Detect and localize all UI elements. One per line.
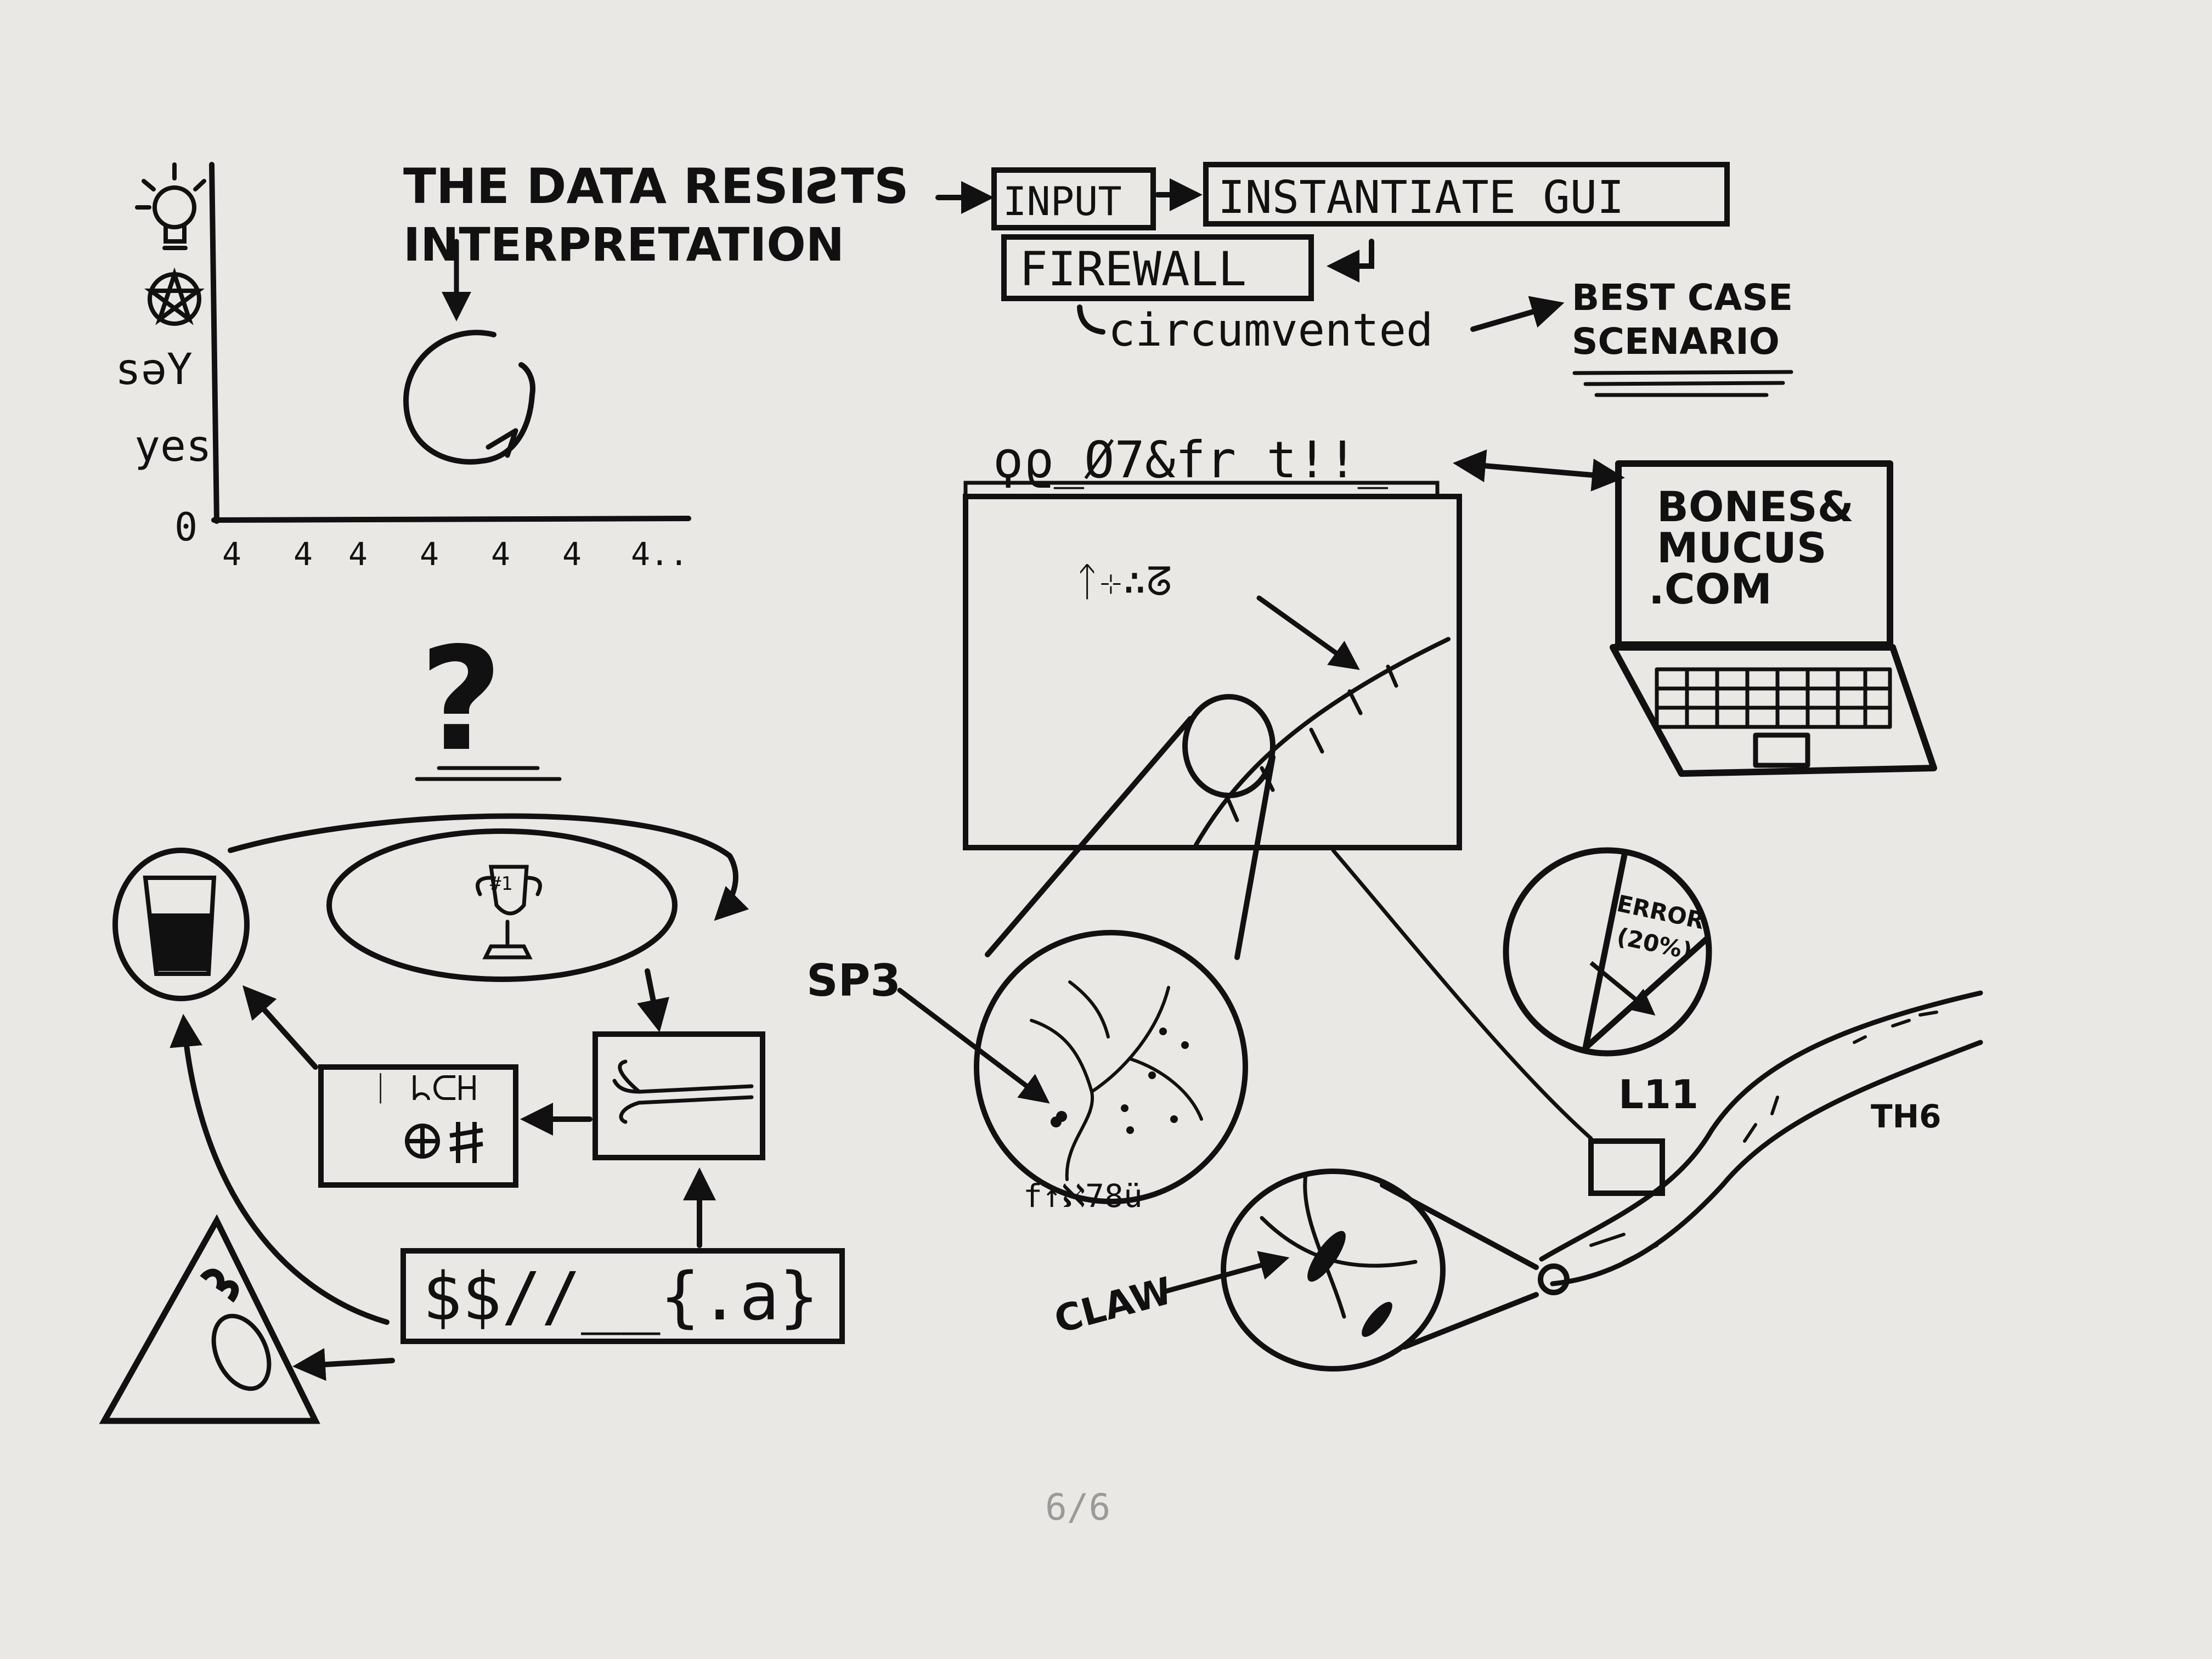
screen-inner-label: ᛏ⊹∴ᘔ xyxy=(1075,558,1172,605)
code-to-cup-arrow xyxy=(170,1014,390,1325)
claw-marks xyxy=(1307,1231,1392,1337)
title-line2: INTERPRETATION xyxy=(403,218,844,272)
x-tick-7: 4.. xyxy=(631,535,689,573)
input-box xyxy=(991,167,1156,230)
laptop-line1: BONES& xyxy=(1657,482,1854,531)
bomb-fuse-scribble xyxy=(200,1268,239,1303)
glyph-box-symbols xyxy=(405,1122,483,1163)
chart-group xyxy=(135,162,691,524)
worm-hatching xyxy=(1589,1011,1938,1263)
claw-cone-bottom xyxy=(1402,1292,1539,1350)
best-case-underline-1 xyxy=(1572,370,1793,375)
claw-cone-top xyxy=(1380,1182,1539,1270)
instantiate-label: INSTANTIATE GUI xyxy=(1218,172,1624,224)
warning-triangle xyxy=(99,1214,320,1424)
trophy-to-fork-arrow xyxy=(637,968,670,1032)
claw-lens xyxy=(1221,1169,1446,1372)
y-label-mirrored-yes: sәY xyxy=(115,345,193,394)
screen-caption: ϙϱ_Ø7&fr t!!_ xyxy=(993,431,1389,489)
pentagram-icon xyxy=(144,267,205,326)
l11-box xyxy=(1588,1138,1665,1196)
label-pointer-arrow xyxy=(1256,595,1360,670)
trophy-number: #1 xyxy=(490,873,512,895)
y-label-yes: yes xyxy=(134,422,212,471)
x-tick-1: 4 xyxy=(222,535,241,573)
claw-arrow xyxy=(1160,1251,1290,1295)
y-label-zero: 0 xyxy=(174,505,198,550)
firewall-box xyxy=(1001,234,1314,301)
x-tick-3: 4 xyxy=(348,535,368,573)
firewall-label: FIREWALL xyxy=(1019,242,1246,297)
lens-bottom-code: f↑ℵ78ü xyxy=(1023,1177,1143,1215)
laptop-line3: .COM xyxy=(1649,565,1772,613)
laptop-line2: MUCUS xyxy=(1657,523,1827,572)
screen-frame xyxy=(963,494,1462,850)
l11-label: L11 xyxy=(1618,1071,1699,1118)
small-lens xyxy=(1182,694,1276,798)
trophy-ellipse xyxy=(326,828,678,982)
cup-liquid xyxy=(149,913,212,971)
th6-label: TH6 xyxy=(1871,1098,1941,1135)
glyph-box-text: ᛁ ᖺᑕᕼ xyxy=(370,1068,477,1108)
lens-dots xyxy=(1051,1028,1189,1134)
best-case-underline-2 xyxy=(1583,381,1785,386)
trophy-icon xyxy=(476,865,542,960)
glyph-box-to-cup-arrow xyxy=(242,985,318,1070)
circumvented-hook xyxy=(1077,304,1105,335)
chart-y-axis xyxy=(209,162,219,524)
sp3-label: SP3 xyxy=(806,955,901,1006)
pie-wedge-edge-start xyxy=(1582,851,1628,1049)
worm-body xyxy=(1539,990,1983,1286)
best-case-line2: SCENARIO xyxy=(1572,320,1780,363)
lens-cone-right xyxy=(1234,754,1276,960)
magnified-cracks xyxy=(1030,980,1203,1181)
crack-ticks xyxy=(1227,664,1398,822)
lightbulb-icon xyxy=(135,162,206,250)
code-box xyxy=(400,1248,845,1344)
cycle-loop-arrow xyxy=(228,813,749,921)
x-tick-4: 4 xyxy=(420,535,439,573)
x-tick-6: 4 xyxy=(562,535,582,573)
best-case-line1: BEST CASE xyxy=(1572,276,1793,319)
chart-x-axis xyxy=(211,516,691,523)
laptop-keyboard xyxy=(1655,667,1892,729)
interpretation-loop-icon xyxy=(403,330,535,465)
circumvented-label: circumvented xyxy=(1108,304,1433,357)
screen-to-l11-line xyxy=(1331,848,1593,1141)
laptop-base xyxy=(1610,642,1937,777)
x-tick-5: 4 xyxy=(491,535,510,573)
claw-label: CLAW xyxy=(1050,1269,1177,1342)
error-pie-chart xyxy=(1503,847,1712,1057)
worm-joint xyxy=(1538,1263,1570,1295)
pie-error-arrow xyxy=(1589,961,1656,1016)
lens-cone-left xyxy=(985,716,1193,957)
cup-outline xyxy=(143,876,217,976)
code-box-text: $$//__{.a} xyxy=(422,1259,819,1335)
firewall-return-arrow xyxy=(1327,239,1374,283)
large-lens xyxy=(974,930,1248,1204)
glyph-box xyxy=(318,1064,518,1188)
circumvented-arrow xyxy=(1470,296,1565,332)
edition-number: 6/6 xyxy=(1045,1486,1110,1528)
cup-circle xyxy=(112,848,250,1001)
question-mark: ? xyxy=(420,617,503,783)
pie-outline xyxy=(1503,847,1712,1057)
input-label: INPUT xyxy=(1003,178,1122,224)
x-tick-labels: 4 4 4 4 4 4 4.. xyxy=(222,535,689,573)
title-line1: THE DATA RESIƧTS xyxy=(403,158,909,215)
code-to-triangle-arrow xyxy=(292,1348,395,1381)
x-tick-2: 4 xyxy=(294,535,313,573)
sp3-arrow xyxy=(897,988,1050,1104)
fork-box xyxy=(592,1031,765,1160)
instantiate-box xyxy=(1203,162,1730,227)
laptop-trackpad xyxy=(1753,732,1810,768)
fork-icon xyxy=(612,1059,754,1124)
screen-bracket xyxy=(963,481,1440,499)
bomb-icon xyxy=(211,1313,272,1391)
caption-to-laptop-arrow xyxy=(1453,449,1625,492)
